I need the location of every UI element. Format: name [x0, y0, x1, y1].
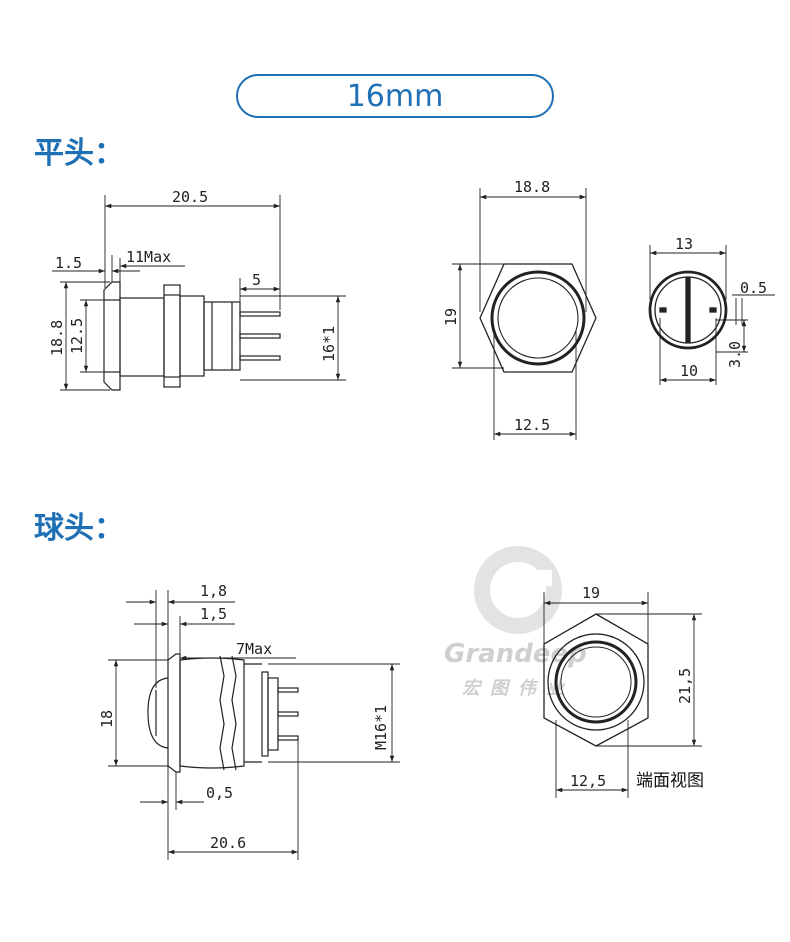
dim-rear-depth: 3.0 [726, 341, 744, 368]
dim-ball-b: 1,5 [200, 605, 227, 623]
section-flat-label: 平头： [34, 136, 124, 171]
dim-front-width: 18.8 [514, 178, 550, 196]
watermark-brand: Grandeep [444, 639, 587, 669]
view-caption: 端面视图 [636, 771, 704, 791]
dim-ball-bodymax: 7Max [236, 640, 272, 658]
title-text: 16mm [346, 78, 444, 114]
title-badge: 16mm [236, 74, 554, 118]
dim-flat-terminal: 5 [252, 271, 261, 289]
dim-ball-dia: 18 [98, 710, 116, 728]
ball-front-dimensions [543, 592, 702, 798]
flat-front-view [479, 263, 597, 373]
dim-ballfront-button: 12,5 [570, 772, 606, 790]
flat-front-dimensions [452, 188, 587, 440]
dim-ball-thread: M16*1 [372, 705, 390, 750]
ball-side-view [147, 653, 299, 773]
flat-rear-dimensions [649, 245, 775, 385]
dim-ballfront-height: 21,5 [676, 668, 694, 704]
watermark-logo: Grandeep 宏图伟业 [444, 546, 587, 699]
dim-ball-a: 1,8 [200, 582, 227, 600]
watermark-cn: 宏图伟业 [462, 678, 574, 699]
dim-rear-slot: 0.5 [740, 279, 767, 297]
flat-rear-view [648, 270, 728, 350]
dim-ball-gap: 0,5 [206, 784, 233, 802]
dim-front-height: 19 [442, 308, 460, 326]
dim-ballfront-width: 19 [582, 584, 600, 602]
flat-side-view [103, 281, 281, 391]
dim-flat-outer-dia: 18.8 [48, 320, 66, 356]
ball-side-dimensions [108, 590, 400, 860]
dim-rear-outer: 13 [675, 235, 693, 253]
dim-ball-length: 20.6 [210, 834, 246, 852]
dim-flat-length: 20.5 [172, 188, 208, 206]
dim-rear-inner: 10 [680, 362, 698, 380]
dim-flat-button-dia: 12.5 [68, 318, 86, 354]
section-ball-label: 球头： [34, 511, 124, 546]
dim-flat-flange: 1.5 [55, 254, 82, 272]
flat-side-dimensions [52, 195, 346, 391]
dim-flat-thread: 16*1 [320, 326, 338, 362]
dim-flat-bodymax: 11Max [126, 248, 171, 266]
dim-front-button: 12.5 [514, 416, 550, 434]
